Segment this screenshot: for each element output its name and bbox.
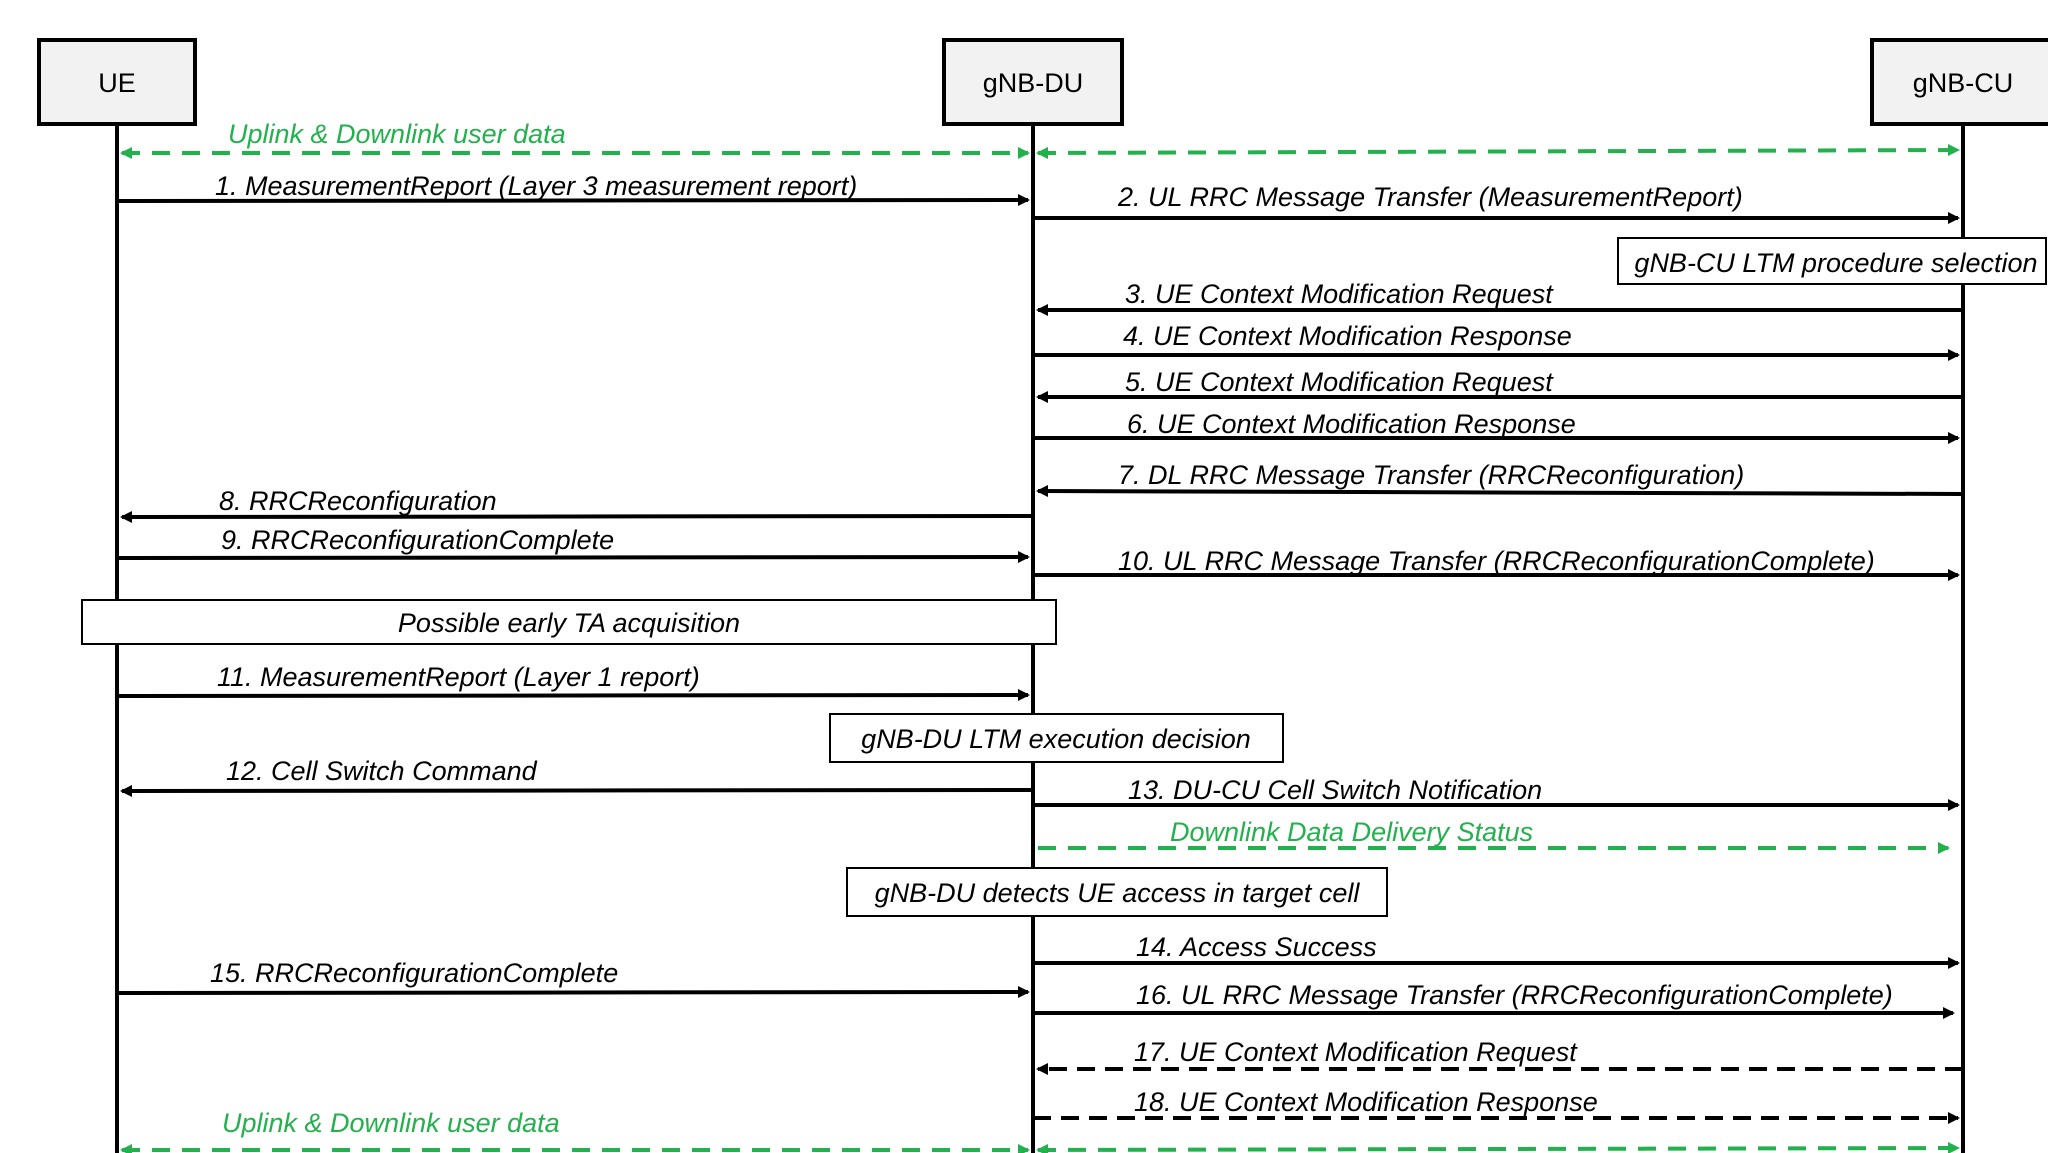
- message-13-label: 13. DU-CU Cell Switch Notification: [1128, 775, 1542, 805]
- entity-label-ue: UE: [98, 68, 136, 98]
- message-13: 13. DU-CU Cell Switch Notification: [1033, 775, 1960, 811]
- message-1: 1. MeasurementReport (Layer 3 measuremen…: [116, 171, 1030, 207]
- message-5: 5. UE Context Modification Request: [1036, 367, 1963, 403]
- note-du-ltm-decision: gNB-DU LTM execution decision: [829, 713, 1284, 763]
- note-label-du-detects-access: gNB-DU detects UE access in target cell: [875, 878, 1361, 908]
- message-14: 14. Access Success: [1033, 932, 1960, 969]
- message-17: 17. UE Context Modification Request: [1036, 1037, 1963, 1075]
- note-early-ta: Possible early TA acquisition: [81, 599, 1057, 645]
- message-4: 4. UE Context Modification Response: [1033, 321, 1960, 361]
- message-16: 16. UL RRC Message Transfer (RRCReconfig…: [1033, 980, 1955, 1019]
- note-label-early-ta: Possible early TA acquisition: [398, 608, 740, 638]
- message-9-label: 9. RRCReconfigurationComplete: [221, 525, 614, 555]
- message-12-label: 12. Cell Switch Command: [226, 756, 538, 786]
- message-18-label: 18. UE Context Modification Response: [1134, 1087, 1598, 1117]
- message-7: 7. DL RRC Message Transfer (RRCReconfigu…: [1036, 460, 1964, 498]
- note-cu-ltm-selection: gNB-CU LTM procedure selection: [1617, 237, 2047, 285]
- message-9: 9. RRCReconfigurationComplete: [116, 525, 1030, 564]
- message-11-label: 11. MeasurementReport (Layer 1 report): [217, 662, 700, 692]
- user-data-bottom: Uplink & Downlink user data: [120, 1108, 1960, 1153]
- user-data-top-label: Uplink & Downlink user data: [228, 119, 566, 149]
- note-label-cu-ltm-selection: gNB-CU LTM procedure selection: [1634, 248, 2037, 278]
- message-11: 11. MeasurementReport (Layer 1 report): [116, 662, 1030, 702]
- message-10: 10. UL RRC Message Transfer (RRCReconfig…: [1033, 546, 1960, 581]
- message-18: 18. UE Context Modification Response: [1033, 1087, 1960, 1124]
- message-17-label: 17. UE Context Modification Request: [1134, 1037, 1578, 1067]
- message-7-label: 7. DL RRC Message Transfer (RRCReconfigu…: [1118, 460, 1744, 490]
- user-data-top-du-cu: [1036, 144, 1960, 159]
- message-15: 15. RRCReconfigurationComplete: [116, 958, 1030, 999]
- message-8: 8. RRCReconfiguration: [120, 486, 1034, 523]
- entity-label-gnb-du: gNB-DU: [983, 68, 1084, 98]
- message-1-label: 1. MeasurementReport (Layer 3 measuremen…: [215, 171, 857, 201]
- entity-gnb-cu: gNB-CU: [1870, 38, 2048, 126]
- message-14-label: 14. Access Success: [1136, 932, 1377, 962]
- message-16-label: 16. UL RRC Message Transfer (RRCReconfig…: [1136, 980, 1893, 1010]
- dl-data-delivery-status: Downlink Data Delivery Status: [1038, 817, 1950, 854]
- message-2: 2. UL RRC Message Transfer (MeasurementR…: [1033, 182, 1960, 224]
- entity-ue: UE: [37, 38, 197, 126]
- message-6: 6. UE Context Modification Response: [1033, 409, 1960, 444]
- dl-data-delivery-status-label: Downlink Data Delivery Status: [1170, 817, 1533, 847]
- note-label-du-ltm-decision: gNB-DU LTM execution decision: [861, 724, 1251, 754]
- user-data-bottom-label: Uplink & Downlink user data: [222, 1108, 560, 1138]
- message-10-label: 10. UL RRC Message Transfer (RRCReconfig…: [1118, 546, 1875, 576]
- entity-label-gnb-cu: gNB-CU: [1913, 68, 2014, 98]
- entity-gnb-du: gNB-DU: [942, 38, 1124, 126]
- message-4-label: 4. UE Context Modification Response: [1123, 321, 1572, 351]
- message-12: 12. Cell Switch Command: [120, 756, 1034, 797]
- message-8-label: 8. RRCReconfiguration: [219, 486, 497, 516]
- message-3-label: 3. UE Context Modification Request: [1125, 279, 1554, 309]
- user-data-top: Uplink & Downlink user data: [120, 119, 1960, 159]
- message-5-label: 5. UE Context Modification Request: [1125, 367, 1554, 397]
- message-2-label: 2. UL RRC Message Transfer (MeasurementR…: [1117, 182, 1743, 212]
- note-du-detects-access: gNB-DU detects UE access in target cell: [846, 867, 1388, 917]
- message-6-label: 6. UE Context Modification Response: [1127, 409, 1576, 439]
- message-15-label: 15. RRCReconfigurationComplete: [210, 958, 618, 988]
- user-data-bottom-du-cu: [1036, 1142, 1960, 1153]
- message-3: 3. UE Context Modification Request: [1036, 279, 1963, 316]
